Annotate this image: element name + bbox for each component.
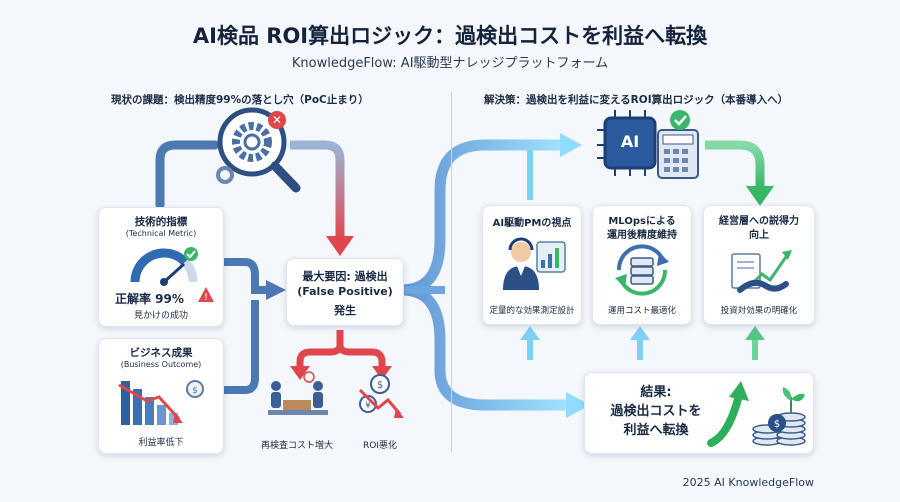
main-flow-arrow-bottom: [401, 284, 570, 411]
roi-decline-icon: $ ¥: [358, 374, 404, 418]
result-line3: 利益へ転換: [623, 423, 689, 438]
cause-line3: 発生: [334, 304, 356, 317]
recheck-cost-label: 再検査コスト増大: [260, 441, 333, 451]
footer-credit: 2025 AI KnowledgeFlow: [682, 476, 814, 489]
page-title: AI検品 ROI算出ロジック：過検出コストを利益へ転換: [192, 24, 708, 48]
result-line1: 結果:: [640, 385, 672, 400]
pm-person-dashboard-icon: [503, 237, 566, 290]
business-outcome-card: ビジネス成果 (Business Outcome) $ 利益率低下: [98, 338, 224, 454]
magnifier-gear-icon: ✕: [216, 107, 301, 193]
cause-line1: 最大要因: 過検出: [302, 270, 388, 283]
mlops-card-caption: 運用コスト最適化: [607, 306, 676, 316]
ai-pm-card-caption: 定量的な効果測定設計: [489, 306, 575, 316]
business-caption: 利益率低下: [138, 438, 184, 448]
business-card-title-en: (Business Outcome): [120, 360, 202, 369]
handshake-growth-icon: [731, 250, 792, 293]
roi-decline-label: ROI悪化: [363, 441, 397, 451]
cause-line2: (False Positive): [297, 285, 393, 298]
svg-text:✕: ✕: [272, 113, 282, 127]
main-cause-card: 最大要因: 過検出 (False Positive) 発生: [286, 258, 404, 326]
svg-text:!: !: [204, 292, 208, 303]
mlops-card-title-line2: 運用後精度維持: [607, 230, 677, 241]
business-card-title: ビジネス成果: [129, 347, 193, 359]
svg-text:$: $: [377, 380, 383, 391]
result-line2: 過検出コストを: [610, 404, 702, 419]
warning-icon: !: [198, 287, 214, 303]
technical-caption: 見かけの成功: [133, 311, 188, 321]
calculator-icon: [657, 110, 699, 179]
page-subtitle: KnowledgeFlow: AI駆動型ナレッジプラットフォーム: [291, 56, 609, 71]
right-section-heading: 解決策：過検出を利益に変えるROI算出ロジック（本番導入へ）: [484, 94, 789, 106]
ai-chip-label: AI: [620, 132, 640, 151]
svg-text:$: $: [774, 419, 780, 430]
mlops-card: MLOpsによる 運用後精度維持 運用コスト最適化: [592, 205, 692, 325]
svg-text:¥: ¥: [365, 401, 371, 411]
technical-card-title-en: (Technical Metric): [125, 229, 197, 238]
magnifier-to-cause-arrow: [290, 140, 345, 240]
ai-pm-card-title: AI駆動PMの視点: [492, 218, 572, 229]
ai-chip-icon: [597, 110, 657, 176]
gauge-icon: [130, 247, 198, 286]
mlops-card-title-line1: MLOpsによる: [608, 216, 676, 227]
technical-metric-card: 技術的指標 (Technical Metric) 正解率 99% ! 見かけの成…: [98, 207, 224, 327]
executive-card-caption: 投資対効果の明確化: [720, 306, 798, 316]
section-divider: [451, 92, 452, 452]
svg-text:$: $: [192, 386, 198, 396]
executive-card: 経営層への説得力 向上 投資対効果の明確化: [703, 205, 815, 325]
technical-card-title: 技術的指標: [134, 216, 188, 228]
left-top-loop-arrow: [155, 140, 220, 210]
server-cycle-icon: [615, 244, 669, 296]
left-section-heading: 現状の課題：検出精度99%の落とし穴（PoC止まり）: [111, 94, 369, 106]
accuracy-metric: 正解率 99%: [115, 292, 184, 306]
result-card: 結果: 過検出コストを 利益へ転換 $: [584, 372, 814, 454]
declining-bar-chart-icon: $: [118, 380, 204, 425]
ai-pm-card: AI駆動PMの視点 定量的な効果測定設計: [482, 205, 582, 325]
inspection-workers-icon: [268, 371, 328, 415]
executive-card-title-line1: 経営層への説得力: [719, 216, 799, 227]
profit-growth-icon: $: [707, 381, 806, 447]
main-flow-arrow-top: [401, 139, 565, 296]
executive-card-title-line2: 向上: [749, 230, 769, 241]
